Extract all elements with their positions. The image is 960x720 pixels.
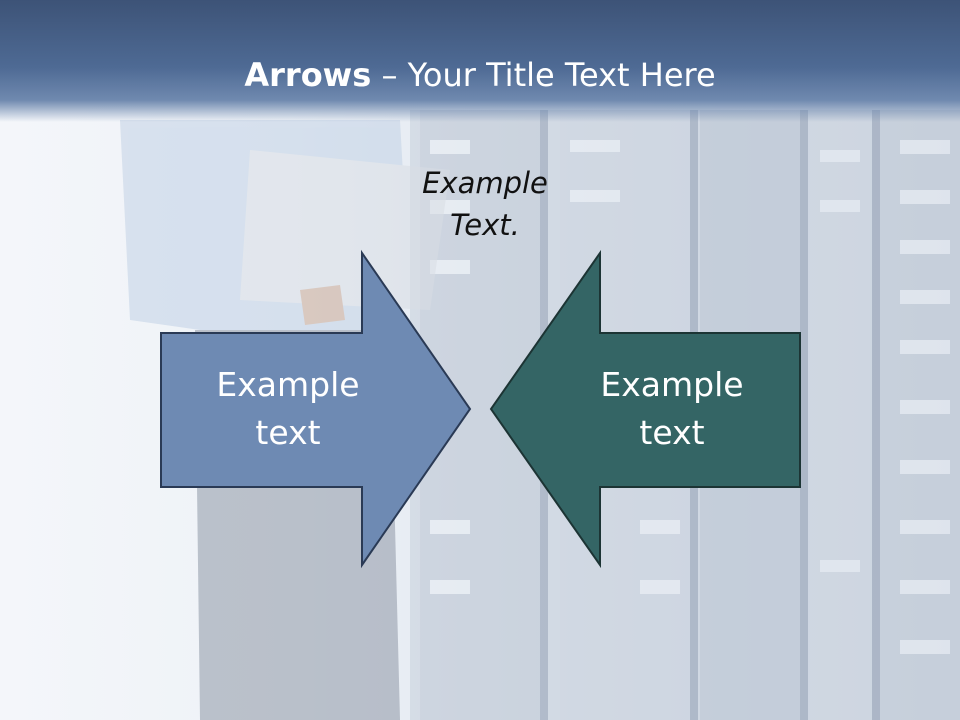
title-bar (0, 0, 960, 122)
right-arrow-label-line1: Example (216, 365, 360, 404)
left-arrow-label-line1: Example (600, 365, 744, 404)
left-arrow-label: Example text (552, 361, 792, 457)
page-title: Arrows – Your Title Text Here (0, 54, 960, 96)
title-bold: Arrows (244, 56, 372, 94)
left-arrow-label-line2: text (639, 413, 705, 452)
right-arrow-label: Example text (168, 361, 408, 457)
caption-text: Example Text. (422, 166, 548, 242)
right-arrow[interactable] (160, 249, 472, 569)
title-rest: – Your Title Text Here (371, 56, 716, 94)
right-arrow-label-line2: text (255, 413, 321, 452)
left-arrow[interactable] (489, 249, 801, 569)
